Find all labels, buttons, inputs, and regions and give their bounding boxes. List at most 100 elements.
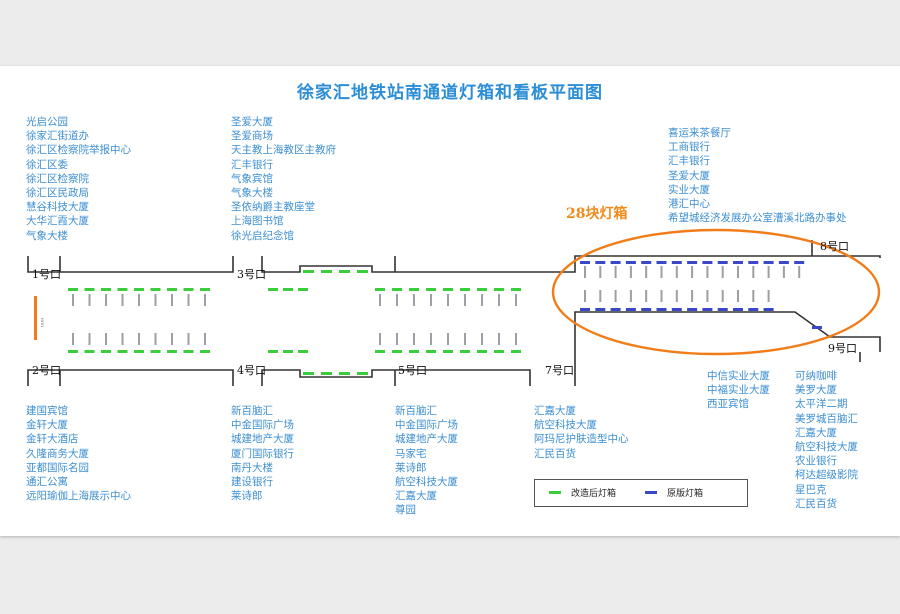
old-lightbox xyxy=(641,308,652,311)
box-code-mark xyxy=(430,294,432,306)
box-code-mark xyxy=(187,294,190,306)
destination-item: 圣爱商场 xyxy=(231,130,273,143)
box-code-mark xyxy=(629,290,632,302)
new-lightbox xyxy=(167,288,177,291)
box-code-mark xyxy=(498,333,500,345)
destination-item: 大华汇霞大厦 xyxy=(26,215,89,228)
box-code-mark xyxy=(515,294,517,306)
new-lightbox xyxy=(101,288,111,291)
destination-item: 南丹大楼 xyxy=(231,461,273,474)
new-lightbox xyxy=(409,288,419,291)
box-code-mark xyxy=(515,333,517,345)
legend-new-label: 改造后灯箱 xyxy=(571,489,617,499)
old-lightbox xyxy=(595,308,606,311)
old-lightbox xyxy=(580,308,590,311)
box-code-mark xyxy=(675,290,678,302)
box-code-mark xyxy=(675,266,678,278)
exit3-destinations: 圣爱大厦圣爱商场天主教上海教区主教府汇丰银行气象宾馆气象大楼圣依纳爵主教座堂上海… xyxy=(231,115,336,243)
old-lightbox xyxy=(763,308,774,311)
destination-item: 金轩大厦 xyxy=(26,419,68,432)
new-lightbox xyxy=(494,350,504,353)
box-code-mark xyxy=(584,266,586,278)
exit3-label: 3号口 xyxy=(237,268,266,281)
new-lightbox xyxy=(200,350,210,353)
legend: 改造后灯箱 原版灯箱 xyxy=(534,479,748,507)
destination-item: 远阳瑜伽上海展示中心 xyxy=(26,490,131,503)
old-lightbox xyxy=(687,261,698,264)
new-lightbox xyxy=(443,350,453,353)
lightbox-count-label: 28块灯箱 xyxy=(566,206,628,222)
box-code-mark xyxy=(204,294,206,306)
exit9-destinations-left: 中信实业大厦中福实业大厦西亚宾馆 xyxy=(707,369,770,412)
box-code-mark xyxy=(767,290,770,302)
destination-item: 亚都国际名园 xyxy=(26,461,89,474)
old-lightboxes xyxy=(72,261,822,345)
box-code-mark xyxy=(706,266,709,278)
destination-item: 久隆商务大厦 xyxy=(26,447,89,460)
box-code-mark xyxy=(599,266,602,278)
destination-item: 港汇中心 xyxy=(668,198,710,211)
destination-item: 尊园 xyxy=(395,504,416,517)
bottom-wall xyxy=(27,311,881,386)
box-code-mark xyxy=(138,333,140,345)
box-code-mark xyxy=(396,294,398,306)
box-code-mark xyxy=(447,294,449,306)
destination-item: 厦门国际银行 xyxy=(231,447,294,460)
box-code-mark xyxy=(629,266,632,278)
new-lightbox xyxy=(443,288,453,291)
exit7-label: 7号口 xyxy=(545,364,574,377)
destination-item: 喜运来茶餐厅 xyxy=(668,127,731,139)
new-lightbox xyxy=(460,350,470,353)
new-lightbox xyxy=(268,350,278,353)
old-lightbox xyxy=(641,261,652,264)
old-lightbox xyxy=(656,308,667,311)
new-lightbox xyxy=(321,270,332,273)
destination-item: 气象宾馆 xyxy=(231,172,273,185)
new-lightbox xyxy=(477,288,487,291)
new-lightbox xyxy=(283,350,293,353)
exit2-destinations: 建国宾馆金轩大厦金轩大酒店久隆商务大厦亚都国际名园通汇公寓远阳瑜伽上海展示中心 xyxy=(26,404,131,503)
destination-item: 城建地产大厦 xyxy=(231,433,294,446)
new-lightbox xyxy=(357,372,368,375)
destination-item: 希望城经济发展办公室漕溪北路办事处 xyxy=(668,212,847,225)
destination-item: 美罗城百脑汇 xyxy=(795,412,858,425)
old-lightbox xyxy=(763,261,774,264)
new-lightbox xyxy=(101,350,111,353)
left-marker-code: HY01 xyxy=(40,318,44,327)
destination-item: 中金国际广场 xyxy=(231,419,294,432)
old-lightbox xyxy=(610,308,621,311)
box-code-mark xyxy=(204,333,206,345)
new-lightbox xyxy=(426,288,436,291)
destination-item: 工商银行 xyxy=(668,141,710,154)
old-lightbox xyxy=(778,261,789,264)
destination-item: 太平洋二期 xyxy=(795,398,848,411)
old-lightbox xyxy=(610,261,621,264)
box-code-mark xyxy=(154,294,157,306)
exit5-label: 5号口 xyxy=(398,364,427,377)
destination-item: 上海图书馆 xyxy=(231,215,284,228)
box-code-mark xyxy=(88,294,91,306)
destination-item: 徐汇区民政局 xyxy=(26,187,89,200)
page-title: 徐家汇地铁站南通道灯箱和看板平面图 xyxy=(297,83,603,103)
destination-item: 汇民百货 xyxy=(795,497,837,510)
box-code-mark xyxy=(798,266,801,278)
corridor-walls xyxy=(27,240,881,386)
box-code-mark xyxy=(721,266,724,278)
new-lightbox xyxy=(68,350,78,353)
destination-item: 徐光启纪念馆 xyxy=(231,229,294,242)
box-code-mark xyxy=(737,290,739,302)
legend-old-swatch xyxy=(645,491,657,494)
old-lightbox xyxy=(717,308,728,311)
destination-item: 新百脑汇 xyxy=(395,405,437,417)
new-lightbox xyxy=(117,350,128,353)
box-code-mark xyxy=(187,333,190,345)
new-lightbox xyxy=(268,288,278,291)
exit8-destinations: 喜运来茶餐厅工商银行汇丰银行圣爱大厦实业大厦港汇中心希望城经济发展办公室漕溪北路… xyxy=(668,126,847,225)
box-code-mark xyxy=(121,294,124,306)
destination-item: 马家宅 xyxy=(395,447,427,460)
destination-item: 阿玛尼护肤造型中心 xyxy=(534,433,629,446)
destination-item: 新百脑汇 xyxy=(231,405,273,417)
box-code-mark xyxy=(72,333,74,345)
new-lightbox xyxy=(150,288,161,291)
box-code-mark xyxy=(752,290,755,302)
